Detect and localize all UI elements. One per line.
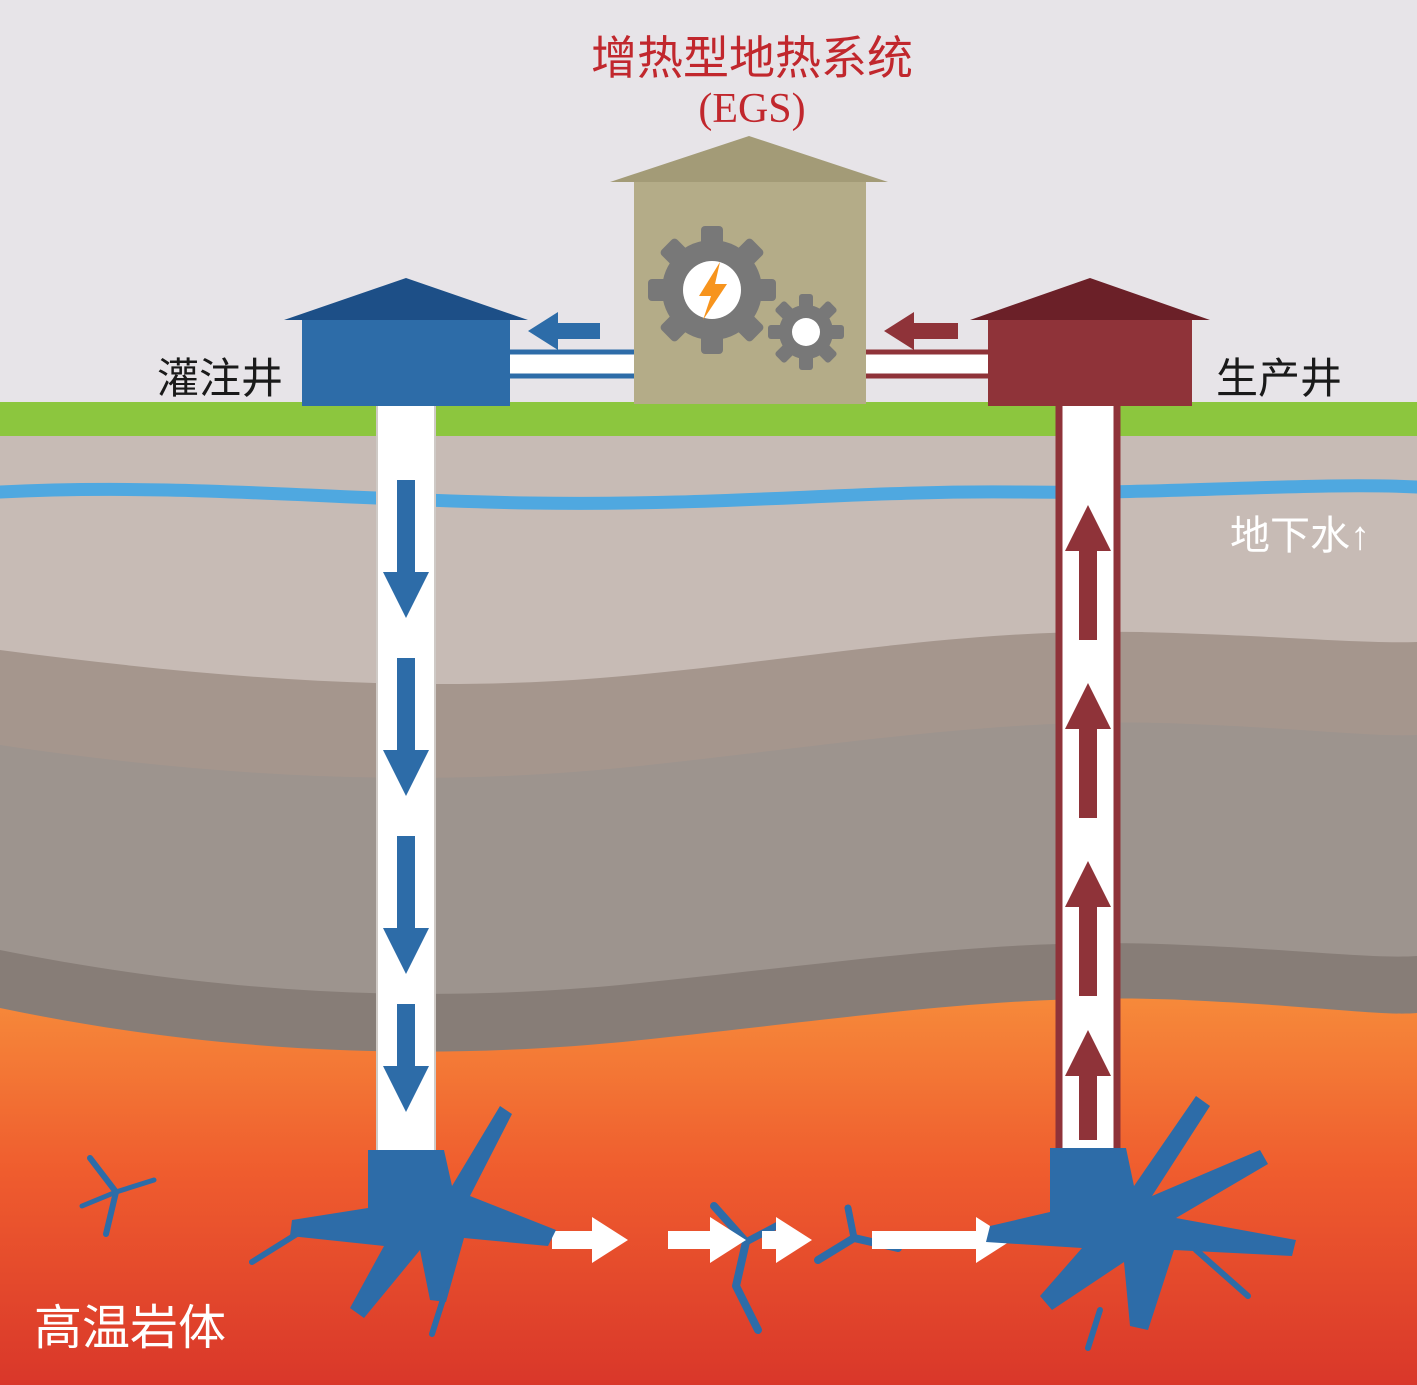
injection-building [284,278,528,406]
small-gear-center [792,318,820,346]
injection-fracture [290,1106,556,1318]
injection-building-roof [284,278,528,320]
power-plant-roof [610,136,888,182]
heat-flow-arrows [552,1217,1012,1263]
production-pipe-arrow [884,312,958,350]
rock-crack-middle-2-branch [844,1204,858,1242]
small-gear-icon [768,294,844,370]
hot-rock-label: 高温岩体 [34,1302,226,1355]
production-pipe [855,349,995,379]
heat-flow-arrow-2 [668,1217,746,1263]
production-up-arrow-1 [1065,505,1111,640]
diagram-title-line1: 增热型地热系统 [591,33,913,84]
injection-down-arrow-1 [383,480,429,618]
heat-flow-arrow-4 [872,1217,1012,1263]
grass-layer [0,402,1417,436]
production-fracture-crack-2 [1085,1307,1103,1351]
injection-fracture-crack-2 [249,1229,303,1265]
injection-down-arrow-2 [383,658,429,796]
injection-well [249,401,556,1337]
rock-crack-left-branch [113,1177,157,1195]
lightning-bolt-icon [699,262,727,320]
heat-flow-arrow-3 [762,1217,812,1263]
production-fracture [986,1096,1296,1330]
injection-down-arrow-4 [383,1004,429,1112]
injection-building-wall [302,320,510,406]
power-plant [610,136,888,404]
groundwater-line [0,479,1417,510]
production-building-roof [970,278,1210,320]
diagram-title-line2: (EGS) [698,86,805,132]
heat-flow-arrow-1 [552,1217,628,1263]
production-well-label: 生产井 [1216,357,1342,403]
rock-crack-middle-1 [710,1202,762,1334]
rock-crack-left-branch-2 [79,1189,119,1209]
production-up-arrow-3 [1065,861,1111,996]
generator-gear-icon [648,226,776,354]
production-up-arrow-4 [1065,1030,1111,1140]
production-up-arrow-2 [1065,683,1111,818]
injection-pipe-arrow [528,312,600,350]
injection-fracture-crack [429,1287,449,1337]
groundwater-label: 地下水↑ [1230,513,1370,558]
production-building [970,278,1210,406]
production-well [986,398,1296,1351]
injection-well-label: 灌注井 [157,356,283,403]
production-building-wall [988,320,1192,406]
injection-pipe [502,349,642,379]
injection-down-arrow-3 [383,836,429,974]
production-fracture-crack [1193,1247,1251,1299]
